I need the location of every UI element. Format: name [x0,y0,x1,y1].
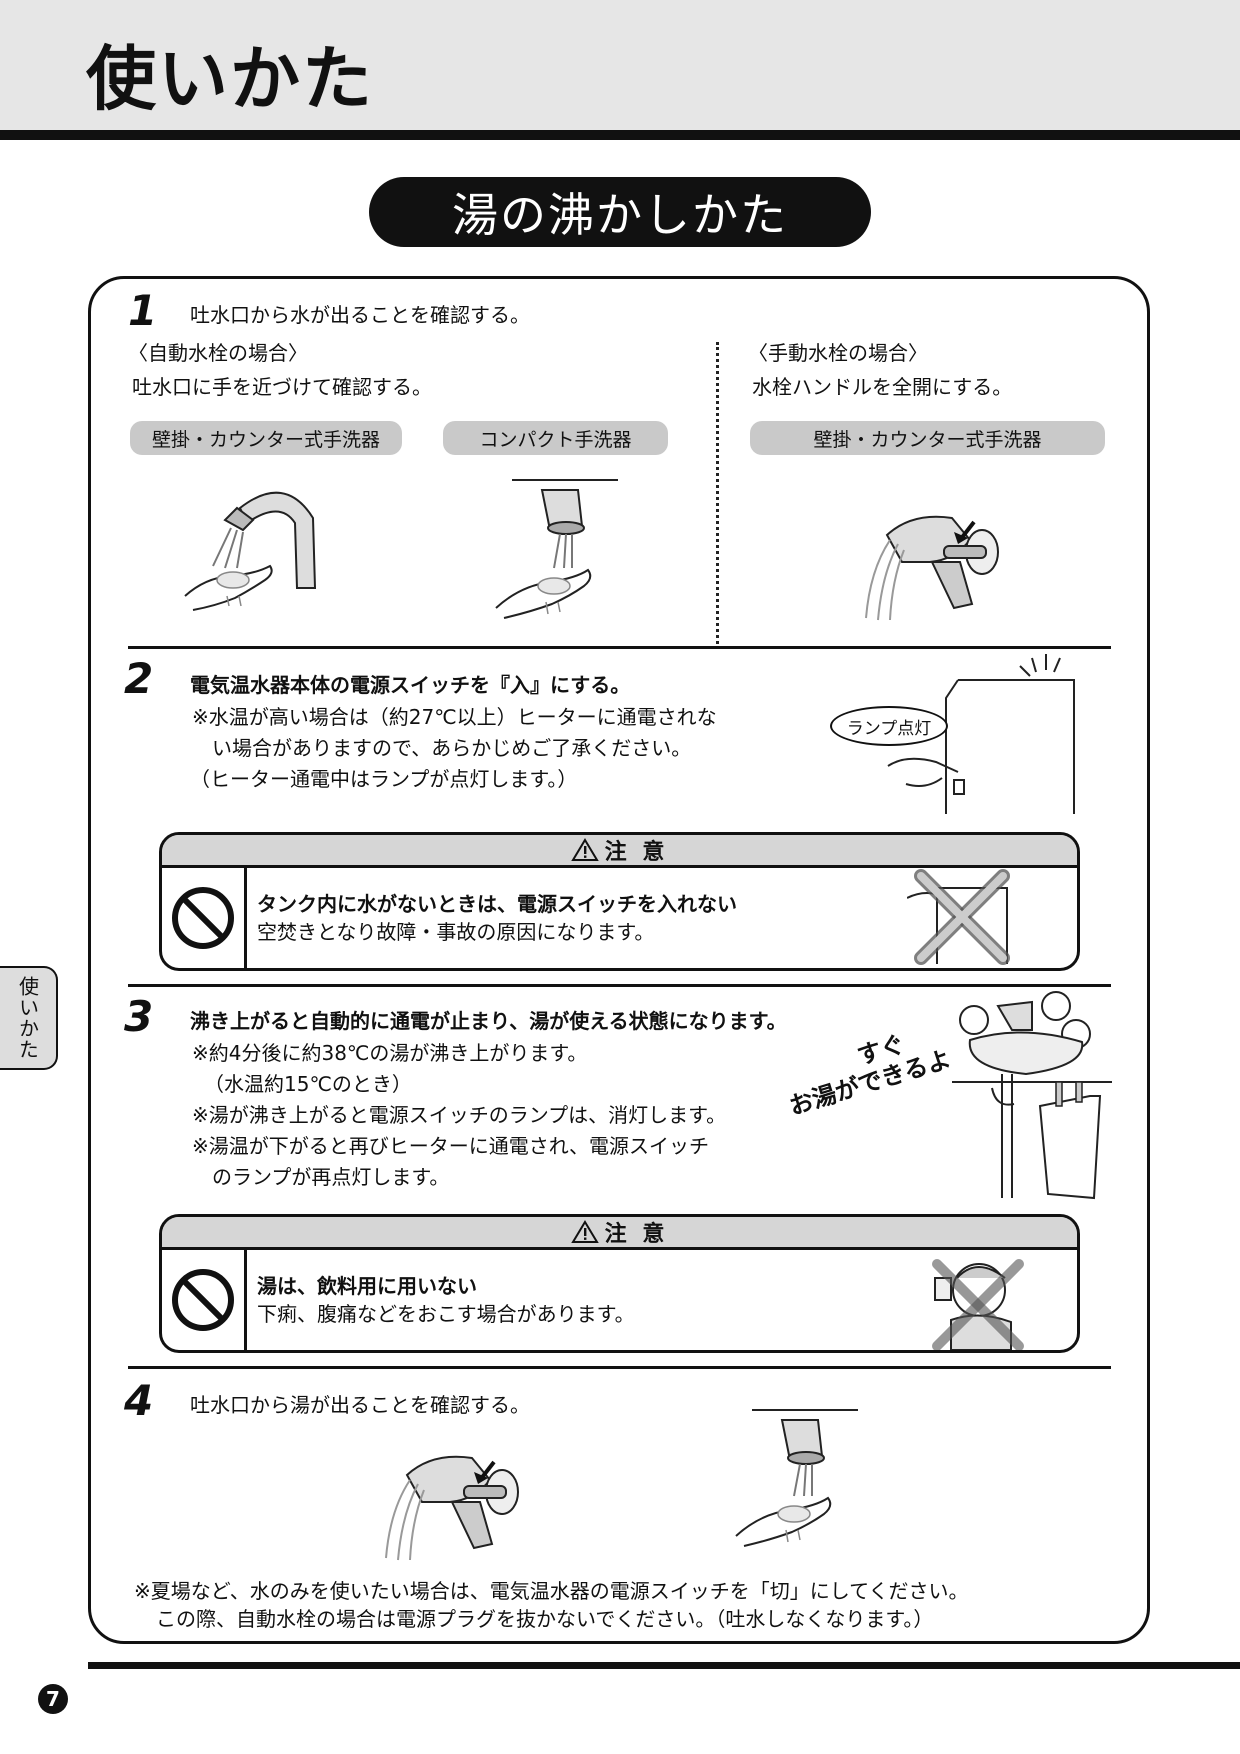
caution-header-2: 注 意 [162,1217,1077,1250]
page-number: 7 [38,1684,68,1714]
tag-wall-counter-basin-manual: 壁掛・カウンター式手洗器 [750,421,1105,455]
caution-box-1: 注 意 タンク内に水がないときは、電源スイッチを入れない 空焚きとなり故障・事故… [159,832,1080,971]
manual-faucet-illustration [865,515,999,621]
prohibited-icon [172,887,234,949]
bottom-rule [88,1662,1240,1669]
manual-faucet-hot-illustration [385,1455,519,1561]
warning-triangle-icon [570,838,599,861]
water-heater-switch-illustration [887,654,1075,814]
step2-note-1: ※水温が高い場合は（約27℃以上）ヒーターに通電されな [192,705,717,729]
manual-faucet-heading: 〈手動水栓の場合〉 [748,341,928,365]
tag-compact-basin: コンパクト手洗器 [443,421,668,455]
column-divider [716,342,719,644]
auto-faucet-heading: 〈自動水栓の場合〉 [128,341,308,365]
footer-note-1: ※夏場など、水のみを使いたい場合は、電気温水器の電源スイッチを「切」にしてくださ… [134,1579,969,1603]
caution-box-2: 注 意 湯は、飲料用に用いない 下痢、腹痛などをおこす場合があります。 [159,1214,1080,1353]
step2-title: 電気温水器本体の電源スイッチを『入』にする。 [190,673,631,697]
step3-note-3: ※湯が沸き上がると電源スイッチのランプは、消灯します。 [192,1103,727,1127]
step4-title: 吐水口から湯が出ることを確認する。 [190,1393,530,1417]
no-empty-tank-illustration [907,869,1010,965]
divider-step1-step2 [128,646,1111,649]
section-title: 湯の沸かしかた [369,177,871,247]
step3-title: 沸き上がると自動的に通電が止まり、湯が使える状態になります。 [190,1009,787,1033]
auto-faucet-illustration [184,491,317,611]
divider-step2-step3 [128,984,1111,987]
caution-title-1: 注 意 [604,840,669,865]
instruction-frame [88,276,1150,1644]
compact-faucet-hot-illustration [735,1409,858,1547]
caution2-line-1: 湯は、飲料用に用いない [257,1274,477,1298]
step3-note-5: のランプが再点灯します。 [212,1165,450,1189]
tag-wall-counter-basin: 壁掛・カウンター式手洗器 [130,421,402,455]
caution1-line-1: タンク内に水がないときは、電源スイッチを入れない [257,892,737,916]
side-tab-usage: 使いかた [0,966,58,1070]
step3-note-2: （水温約15℃のとき） [204,1072,412,1096]
compact-faucet-illustration [495,479,618,619]
lamp-on-callout: ランプ点灯 [830,706,948,746]
divider-step3-step4 [128,1366,1111,1369]
step2-note-3: （ヒーター通電中はランプが点灯します。） [190,767,578,791]
header-band [0,0,1240,132]
manual-faucet-text: 水栓ハンドルを全開にする。 [752,375,1013,399]
washbasin-heater-illustration [952,991,1112,1200]
step-number-1: 1 [128,286,158,335]
auto-faucet-text: 吐水口に手を近づけて確認する。 [132,375,432,399]
step-number-2: 2 [124,654,154,703]
warning-triangle-icon [570,1220,599,1243]
side-tab-label: 使いかた [15,976,40,1060]
header-rule [0,130,1240,140]
step2-note-2: い場合がありますので、あらかじめご了承ください。 [212,736,692,760]
caution1-line-2: 空焚きとなり故障・事故の原因になります。 [257,920,655,944]
step3-note-1: ※約4分後に約38℃の湯が沸き上がります。 [192,1041,588,1065]
footer-note-2: この際、自動水栓の場合は電源プラグを抜かないでください。（吐水しなくなります。） [156,1607,934,1631]
caution-header-1: 注 意 [162,835,1077,868]
no-drinking-illustration [932,1259,1024,1350]
caution2-line-2: 下痢、腹痛などをおこす場合があります。 [257,1302,635,1326]
caution-title-2: 注 意 [604,1222,669,1247]
step3-note-4: ※湯温が下がると再びヒーターに通電され、電源スイッチ [192,1134,709,1158]
step1-title: 吐水口から水が出ることを確認する。 [190,303,530,327]
step-number-4: 4 [124,1376,154,1425]
page-title: 使いかた [86,38,374,120]
prohibited-icon [172,1269,234,1331]
step-number-3: 3 [124,992,154,1041]
